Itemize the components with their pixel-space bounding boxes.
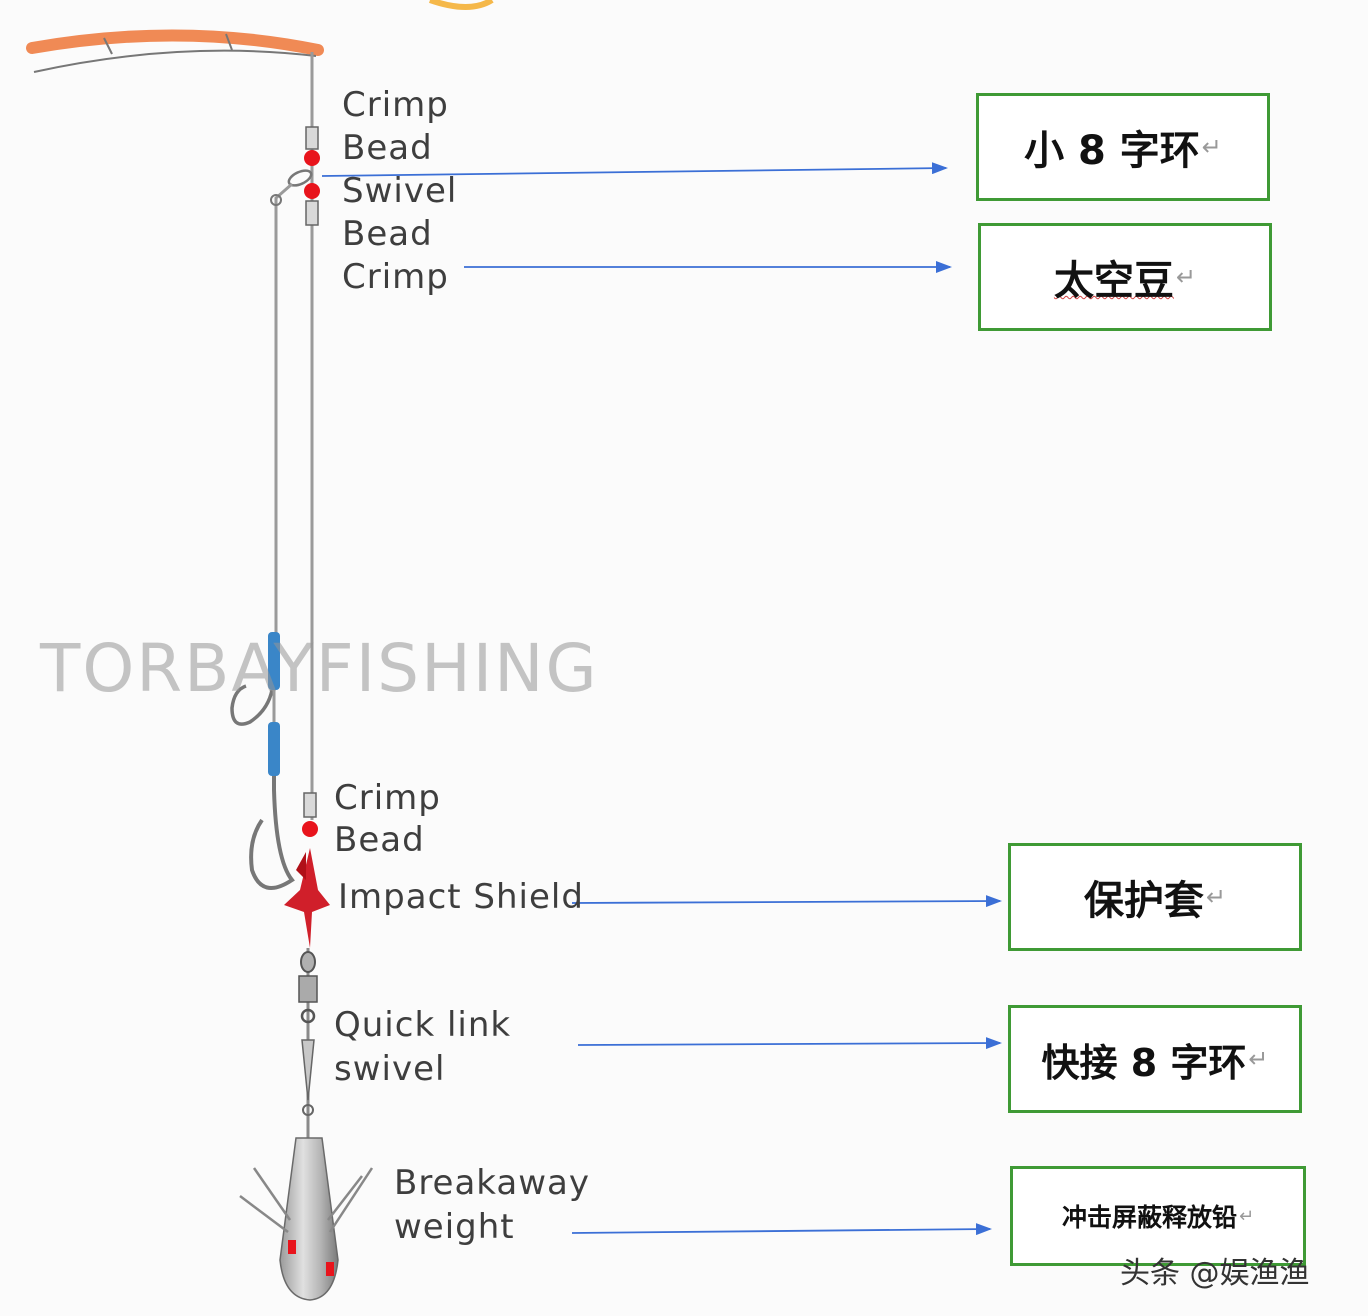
arrow-swivel: [321, 162, 948, 177]
box-quicklink-cn: 快接 8 字环 ↵: [1008, 1005, 1302, 1113]
crimp-top: [305, 126, 319, 150]
swivel-top: [287, 169, 313, 187]
breakaway-weight: [239, 1137, 374, 1301]
box-swivel-cn: 小 8 字环 ↵: [976, 93, 1270, 201]
label-weight: weight: [394, 1207, 515, 1247]
return-mark: ↵: [1175, 263, 1197, 291]
bead-bottom: [302, 821, 318, 837]
arrow-weight: [571, 1223, 992, 1236]
label-swivel: Swivel: [342, 171, 458, 211]
page-artifact: [429, 0, 494, 10]
label-crimp-top: Crimp: [342, 85, 449, 125]
arrow-quicklink: [577, 1037, 1002, 1050]
label-bead-top: Bead: [342, 128, 433, 168]
label-crimp-mid: Crimp: [342, 257, 449, 297]
box-weight-cn: 冲击屏蔽释放铅 ↵: [1010, 1166, 1306, 1266]
bead-top: [304, 150, 320, 166]
label-crimp-bottom: Crimp: [334, 778, 441, 818]
label-quick-link-swivel: swivel: [334, 1049, 446, 1089]
snood: [230, 182, 295, 890]
crimp-bottom: [303, 792, 317, 818]
label-bead-mid: Bead: [342, 214, 433, 254]
box-bead-cn: 太空豆 ↵: [978, 223, 1272, 331]
rod-tip: [26, 29, 324, 73]
box-weight-cn-text: 冲击屏蔽释放铅: [1061, 1203, 1237, 1232]
label-bead-bottom: Bead: [334, 820, 425, 860]
label-breakaway: Breakaway: [394, 1163, 590, 1203]
label-impact-shield: Impact Shield: [338, 877, 584, 917]
bead-mid: [304, 183, 320, 199]
credit-text: 头条 @娱渔渔: [1120, 1256, 1310, 1291]
quick-link-swivel: [298, 948, 318, 1140]
return-mark: ↵: [1238, 1205, 1255, 1227]
crimp-mid: [305, 200, 319, 226]
return-mark: ↵: [1205, 883, 1227, 911]
box-shield-cn-text: 保护套: [1083, 878, 1204, 924]
arrow-shield: [571, 895, 1002, 908]
watermark-text: TORBAYFISHING: [40, 630, 599, 707]
box-bead-cn-text: 太空豆: [1053, 258, 1174, 304]
label-quick-link: Quick link: [334, 1005, 512, 1045]
return-mark: ↵: [1248, 1045, 1269, 1073]
box-swivel-cn-text: 小 8 字环: [1024, 128, 1200, 174]
impact-shield: [284, 848, 330, 948]
box-quicklink-cn-text: 快接 8 字环: [1041, 1040, 1247, 1085]
return-mark: ↵: [1201, 133, 1222, 161]
box-shield-cn: 保护套 ↵: [1008, 843, 1302, 951]
